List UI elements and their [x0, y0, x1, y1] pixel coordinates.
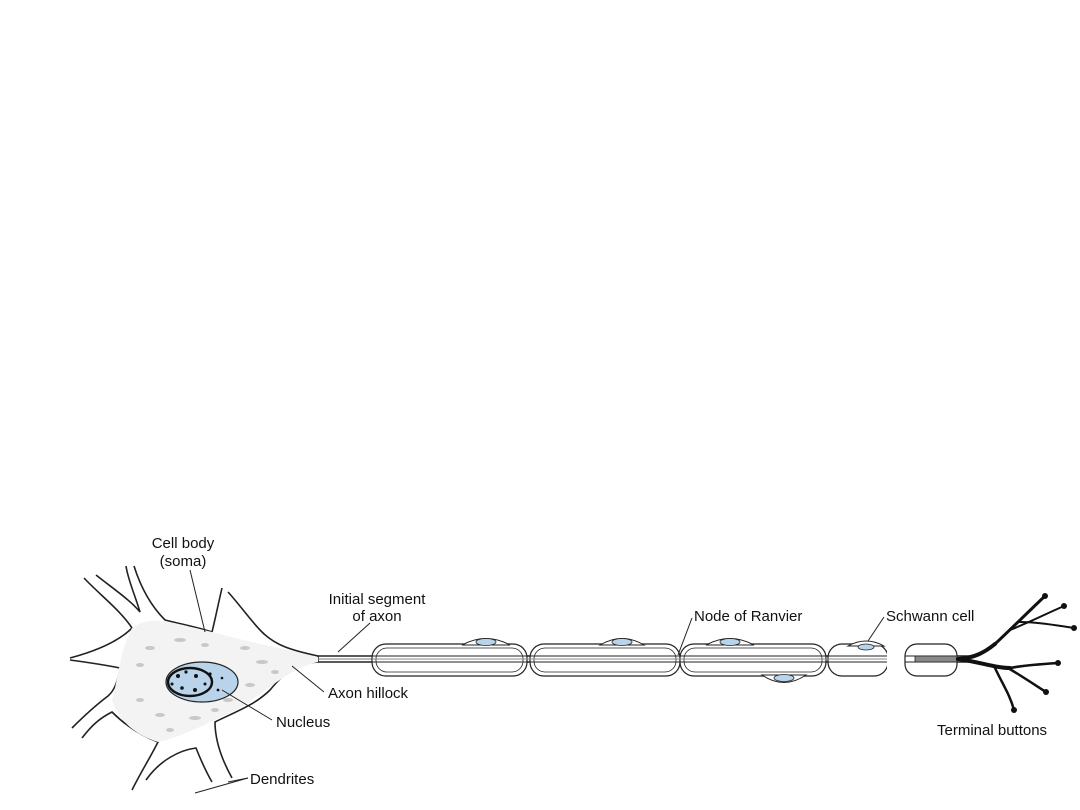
myelin-sheath-1	[371, 643, 528, 677]
label-soma: (soma)	[160, 553, 207, 570]
leader-lines	[189, 569, 885, 794]
cytoplasm-texture	[136, 638, 279, 732]
nucleus	[165, 661, 239, 703]
nucleolus	[166, 666, 214, 698]
label-axon-hillock: Axon hillock	[328, 685, 409, 702]
terminal-branches	[956, 594, 1075, 712]
label-node-of-ranvier: Node of Ranvier	[694, 608, 802, 625]
axon-group	[318, 638, 970, 683]
label-initial-segment: Initial segment	[329, 591, 427, 608]
label-cell-body: Cell body	[152, 535, 215, 552]
soma-group	[69, 565, 319, 791]
myelin-sheath-4	[827, 643, 889, 677]
label-of-axon: of axon	[352, 608, 401, 625]
label-nucleus: Nucleus	[276, 714, 330, 731]
chromatin-dots	[170, 670, 224, 692]
label-schwann-cell: Schwann cell	[886, 608, 974, 625]
schwann-nuclei	[461, 638, 886, 683]
label-terminal-buttons: Terminal buttons	[937, 722, 1047, 739]
terminal-buttons	[1011, 593, 1077, 713]
myelin-sheath-3	[679, 643, 827, 677]
myelin-sheath-2	[529, 643, 681, 677]
label-dendrites: Dendrites	[250, 771, 314, 788]
